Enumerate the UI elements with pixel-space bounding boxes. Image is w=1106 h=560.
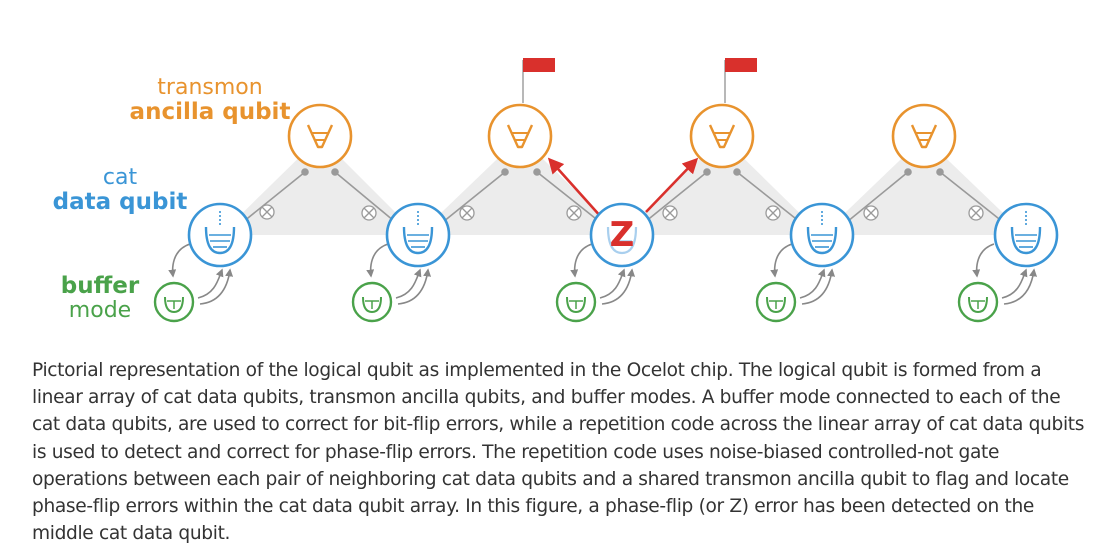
coupler-x-icon [968, 205, 984, 221]
ancilla-qubit-2 [487, 103, 553, 169]
buffer-link-3 [570, 243, 636, 305]
flag-icon [724, 58, 757, 103]
figure-caption: Pictorial representation of the logical … [32, 360, 1085, 545]
qubit-array-diagram: Z [153, 58, 1059, 323]
data-qubit-5 [993, 202, 1059, 268]
data-qubit-4 [789, 202, 855, 268]
coupler-x-icon [566, 205, 582, 221]
buffer-label: buffer mode [40, 273, 160, 324]
ancilla-qubits [287, 103, 957, 169]
data-qubit-3-error: Z [589, 202, 655, 268]
buffer-link-5 [972, 243, 1038, 305]
coupler-x-symbols [259, 204, 984, 221]
buffer-link-4 [770, 243, 836, 305]
buffer-label-line1: buffer [60, 273, 140, 299]
data-qubits: Z [187, 202, 1059, 268]
data-qubit-label: cat data qubit [40, 165, 200, 216]
coupler-x-icon [765, 205, 781, 221]
buffer-label-line2: mode [68, 298, 132, 324]
flag-icon [522, 58, 555, 103]
data-qubit-label-line2: data qubit [52, 189, 188, 216]
buffer-mode-3 [555, 281, 597, 323]
ancilla-qubit-1 [287, 103, 353, 169]
syndrome-arrows [547, 157, 699, 219]
coupler-x-icon [863, 205, 879, 221]
syndrome-arrow-left [547, 157, 603, 219]
coupler-x-icon [459, 205, 475, 221]
ancilla-qubit-3 [689, 103, 755, 169]
data-qubit-label-line1: cat [102, 165, 138, 190]
buffer-modes [153, 281, 999, 323]
syndrome-arrow-right [645, 157, 699, 213]
ancilla-qubit-4 [891, 103, 957, 169]
coupler-x-icon [361, 205, 377, 221]
buffer-link-2 [366, 243, 432, 305]
buffer-links [168, 243, 1038, 305]
ancilla-label-line2: ancilla qubit [129, 99, 291, 126]
buffer-mode-2 [351, 281, 393, 323]
data-qubit-2 [385, 202, 451, 268]
buffer-link-1 [168, 243, 234, 305]
buffer-mode-1 [153, 281, 195, 323]
z-error-label: Z [610, 215, 635, 255]
coupling-lines [237, 168, 1009, 227]
error-flags [522, 58, 757, 103]
coupler-x-icon [259, 204, 275, 220]
coupler-x-icon [662, 205, 678, 221]
data-qubit-1 [187, 202, 253, 268]
buffer-mode-4 [755, 281, 797, 323]
ancilla-label-line1: transmon [157, 75, 263, 100]
buffer-mode-5 [957, 281, 999, 323]
ancilla-label: transmon ancilla qubit [120, 75, 300, 126]
